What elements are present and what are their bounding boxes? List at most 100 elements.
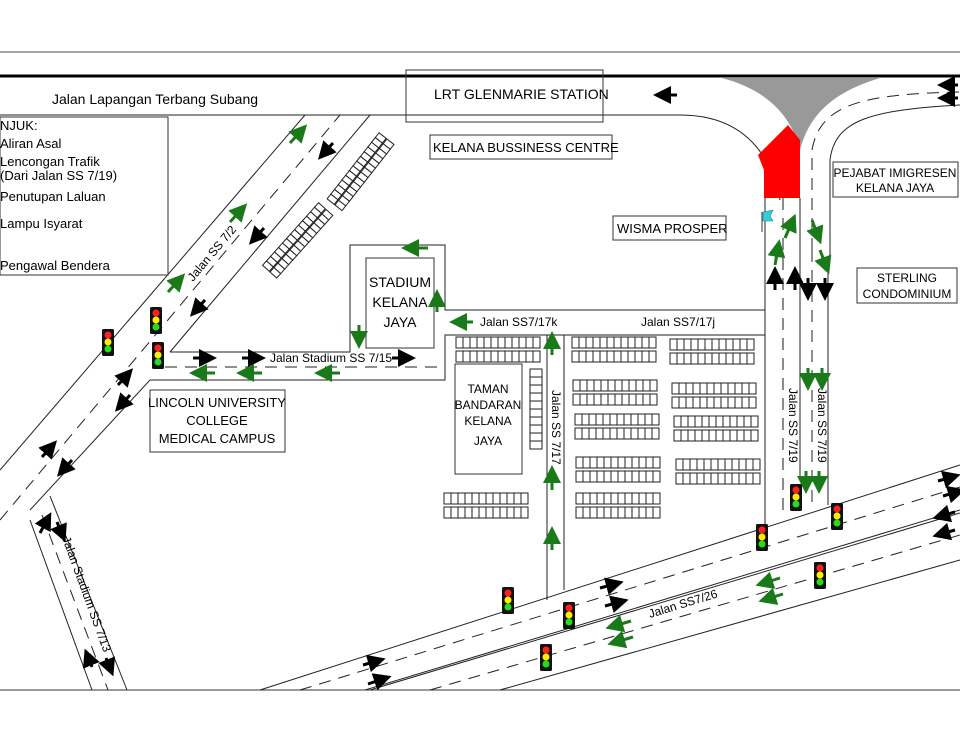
diversion-arrow-icon bbox=[758, 587, 784, 605]
sterling-label-1: STERLING bbox=[877, 271, 937, 285]
road-label-ss7-17j: Jalan SS7/17j bbox=[641, 315, 715, 329]
ss7-15-edge-bottom bbox=[150, 334, 765, 381]
flagman-icon bbox=[761, 209, 774, 232]
parking-row bbox=[575, 506, 661, 519]
taman-label-2: BANDARAN bbox=[455, 398, 522, 412]
road-label-ss7-19-b: Jalan SS 7/19 bbox=[815, 388, 829, 463]
ss7-26-edge-2 bbox=[499, 559, 960, 691]
wisma-prosper bbox=[612, 215, 727, 241]
parking-stall bbox=[529, 432, 543, 442]
parking-row bbox=[443, 506, 529, 519]
diversion-arrow-icon bbox=[755, 571, 781, 589]
flow-arrow-icon bbox=[56, 457, 76, 477]
parking-row bbox=[455, 350, 541, 363]
diversion-arrow-icon bbox=[607, 630, 634, 649]
lrt-station-label: LRT GLENMARIE STATION bbox=[434, 86, 609, 102]
ss7-26-lane-2 bbox=[429, 534, 960, 691]
road-centerline-top-right bbox=[811, 91, 960, 250]
parking-row bbox=[575, 492, 661, 505]
legend-item-diversion: Lencongan Trafik bbox=[0, 154, 100, 169]
taman-label-3: KELANA bbox=[464, 414, 511, 428]
parking-stall bbox=[529, 424, 543, 434]
flow-arrow-icon bbox=[248, 225, 268, 245]
ss7-2-edge-right bbox=[169, 114, 371, 353]
diversion-arrow-icon bbox=[166, 273, 186, 294]
flow-arrow-icon bbox=[604, 595, 629, 614]
pejabat-imigresen-label-2: KELANA JAYA bbox=[856, 181, 934, 195]
traffic-light-icon bbox=[790, 484, 802, 511]
lrt-station bbox=[405, 69, 604, 123]
diversion-arrow-icon bbox=[814, 249, 832, 275]
flow-arrow-icon bbox=[38, 440, 58, 460]
traffic-light-icon bbox=[831, 503, 843, 530]
flow-arrow-icon bbox=[317, 140, 337, 160]
ss7-2-edge-left bbox=[0, 114, 306, 471]
flow-arrow-icon bbox=[82, 648, 100, 669]
traffic-light-icon bbox=[540, 644, 552, 671]
road-label-lapangan-terbang: Jalan Lapangan Terbang Subang bbox=[52, 91, 258, 107]
ss7-26-lane-1 bbox=[299, 486, 960, 691]
parking-row bbox=[675, 458, 761, 471]
legend-item-flagman: Pengawal Bendera bbox=[0, 258, 111, 273]
parking-stall bbox=[529, 440, 543, 450]
stadium-label-1: STADIUM bbox=[369, 274, 431, 290]
traffic-light-icon bbox=[563, 602, 575, 629]
pejabat-imigresen bbox=[832, 161, 959, 198]
legend-item-original-flow: Aliran Asal bbox=[0, 136, 62, 151]
road-label-ss7-2: Jalan SS 7/2 bbox=[185, 223, 240, 284]
legend-heading: NJUK: bbox=[0, 118, 38, 133]
ss7-2-edge-right-low bbox=[29, 379, 151, 511]
diversion-arrow-icon bbox=[288, 124, 308, 145]
parking-row bbox=[572, 379, 658, 392]
kelana-business-centre-label: KELANA BUSSINESS CENTRE bbox=[433, 140, 619, 155]
ss7-26-median-a bbox=[364, 509, 960, 691]
stadium-kelana-jaya bbox=[365, 257, 435, 349]
traffic-light-icon bbox=[814, 562, 826, 589]
parking-row bbox=[669, 352, 755, 365]
flow-arrow-icon bbox=[599, 577, 624, 596]
flow-arrow-icon bbox=[114, 368, 134, 388]
diversion-arrow-icon bbox=[228, 203, 248, 224]
traffic-light-icon bbox=[756, 524, 768, 551]
flow-arrow-icon bbox=[98, 656, 116, 677]
diversion-arrow-icon bbox=[605, 614, 632, 633]
flow-arrow-icon bbox=[932, 504, 956, 523]
ss7-15-edge-top bbox=[170, 244, 765, 353]
road-label-ss7-17k: Jalan SS7/17k bbox=[480, 315, 558, 329]
traffic-light-icon bbox=[150, 307, 162, 334]
wisma-prosper-label: WISMA PROSPER bbox=[617, 221, 728, 236]
parking-stall bbox=[529, 376, 543, 386]
road-label-ss7-15: Jalan Stadium SS 7/15 bbox=[270, 351, 392, 365]
parking-row bbox=[575, 456, 661, 469]
parking-stall bbox=[529, 384, 543, 394]
lincoln-label-1: LINCOLN UNIVERSITY bbox=[148, 395, 286, 410]
parking-row bbox=[671, 396, 757, 409]
traffic-light-icon bbox=[102, 329, 114, 356]
road-label-ss7-13: Jalan Stadium SS 7/13 bbox=[59, 534, 114, 654]
flow-arrow-icon bbox=[50, 521, 67, 543]
traffic-island bbox=[722, 78, 880, 150]
parking-row bbox=[673, 429, 759, 442]
lincoln-label-3: MEDICAL CAMPUS bbox=[159, 431, 276, 446]
taman-label-4: JAYA bbox=[474, 434, 502, 448]
flow-arrow-icon bbox=[362, 654, 386, 673]
legend-item-closure: Penutupan Laluan bbox=[0, 189, 106, 204]
diversion-arrow-icon bbox=[806, 219, 824, 245]
diversion-arrow-icon bbox=[780, 213, 797, 239]
road-closure bbox=[758, 125, 800, 198]
ss7-13-centerline bbox=[41, 514, 109, 691]
pejabat-imigresen-label-1: PEJABAT IMIGRESEN bbox=[834, 166, 957, 180]
legend-box bbox=[0, 116, 169, 276]
flow-arrow-icon bbox=[34, 512, 52, 534]
ss7-26-median-b bbox=[369, 512, 960, 691]
flow-arrow-icon bbox=[367, 673, 392, 691]
ss7-26-edge-1 bbox=[259, 464, 960, 691]
road-edge-top-right bbox=[829, 104, 960, 260]
parking-row bbox=[673, 415, 759, 428]
parking-row bbox=[669, 338, 755, 351]
lincoln-label-2: COLLEGE bbox=[186, 413, 248, 428]
legend-item-traffic-light: Lampu Isyarat bbox=[0, 216, 83, 231]
parking-row bbox=[574, 427, 660, 440]
parking-stall bbox=[529, 392, 543, 402]
parking-row bbox=[671, 382, 757, 395]
